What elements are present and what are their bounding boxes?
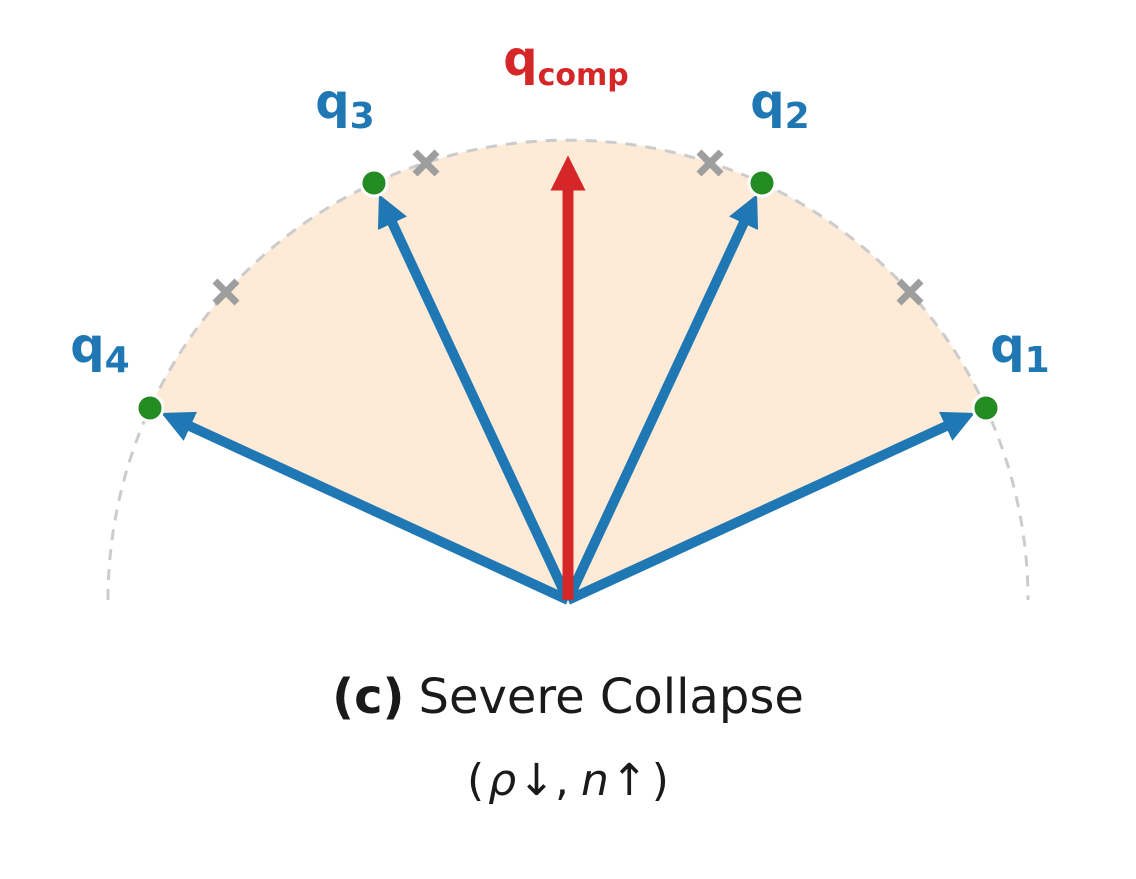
query-arrow-q3	[377, 194, 573, 603]
hit-dot-q4	[135, 393, 165, 423]
hit-dots	[135, 168, 1001, 423]
unit-circle-dashed-arc	[106, 138, 1030, 601]
hit-dot-q3	[359, 168, 389, 198]
label-q1: q1	[990, 318, 1049, 381]
hit-dot-q2	[747, 168, 777, 198]
hit-dot-q1	[971, 393, 1001, 423]
miss-x-icon	[896, 278, 924, 306]
caption-line1: (c)Severe Collapse	[332, 669, 804, 725]
query-arrow-q1	[565, 411, 975, 605]
label-q2: q2	[750, 74, 809, 137]
miss-x-icon	[696, 149, 724, 177]
label-qcomp: qcomp	[503, 31, 629, 93]
miss-x-icon	[212, 278, 240, 306]
miss-x-icon	[412, 149, 440, 177]
query-vectors	[161, 194, 975, 605]
miss-markers	[212, 149, 924, 306]
caption-line2: (ρ↓,n↑)	[467, 755, 669, 806]
label-q4: q4	[70, 318, 129, 381]
label-q3: q3	[315, 74, 374, 137]
query-arrow-q2	[563, 194, 759, 603]
query-arrow-q4	[161, 411, 571, 605]
